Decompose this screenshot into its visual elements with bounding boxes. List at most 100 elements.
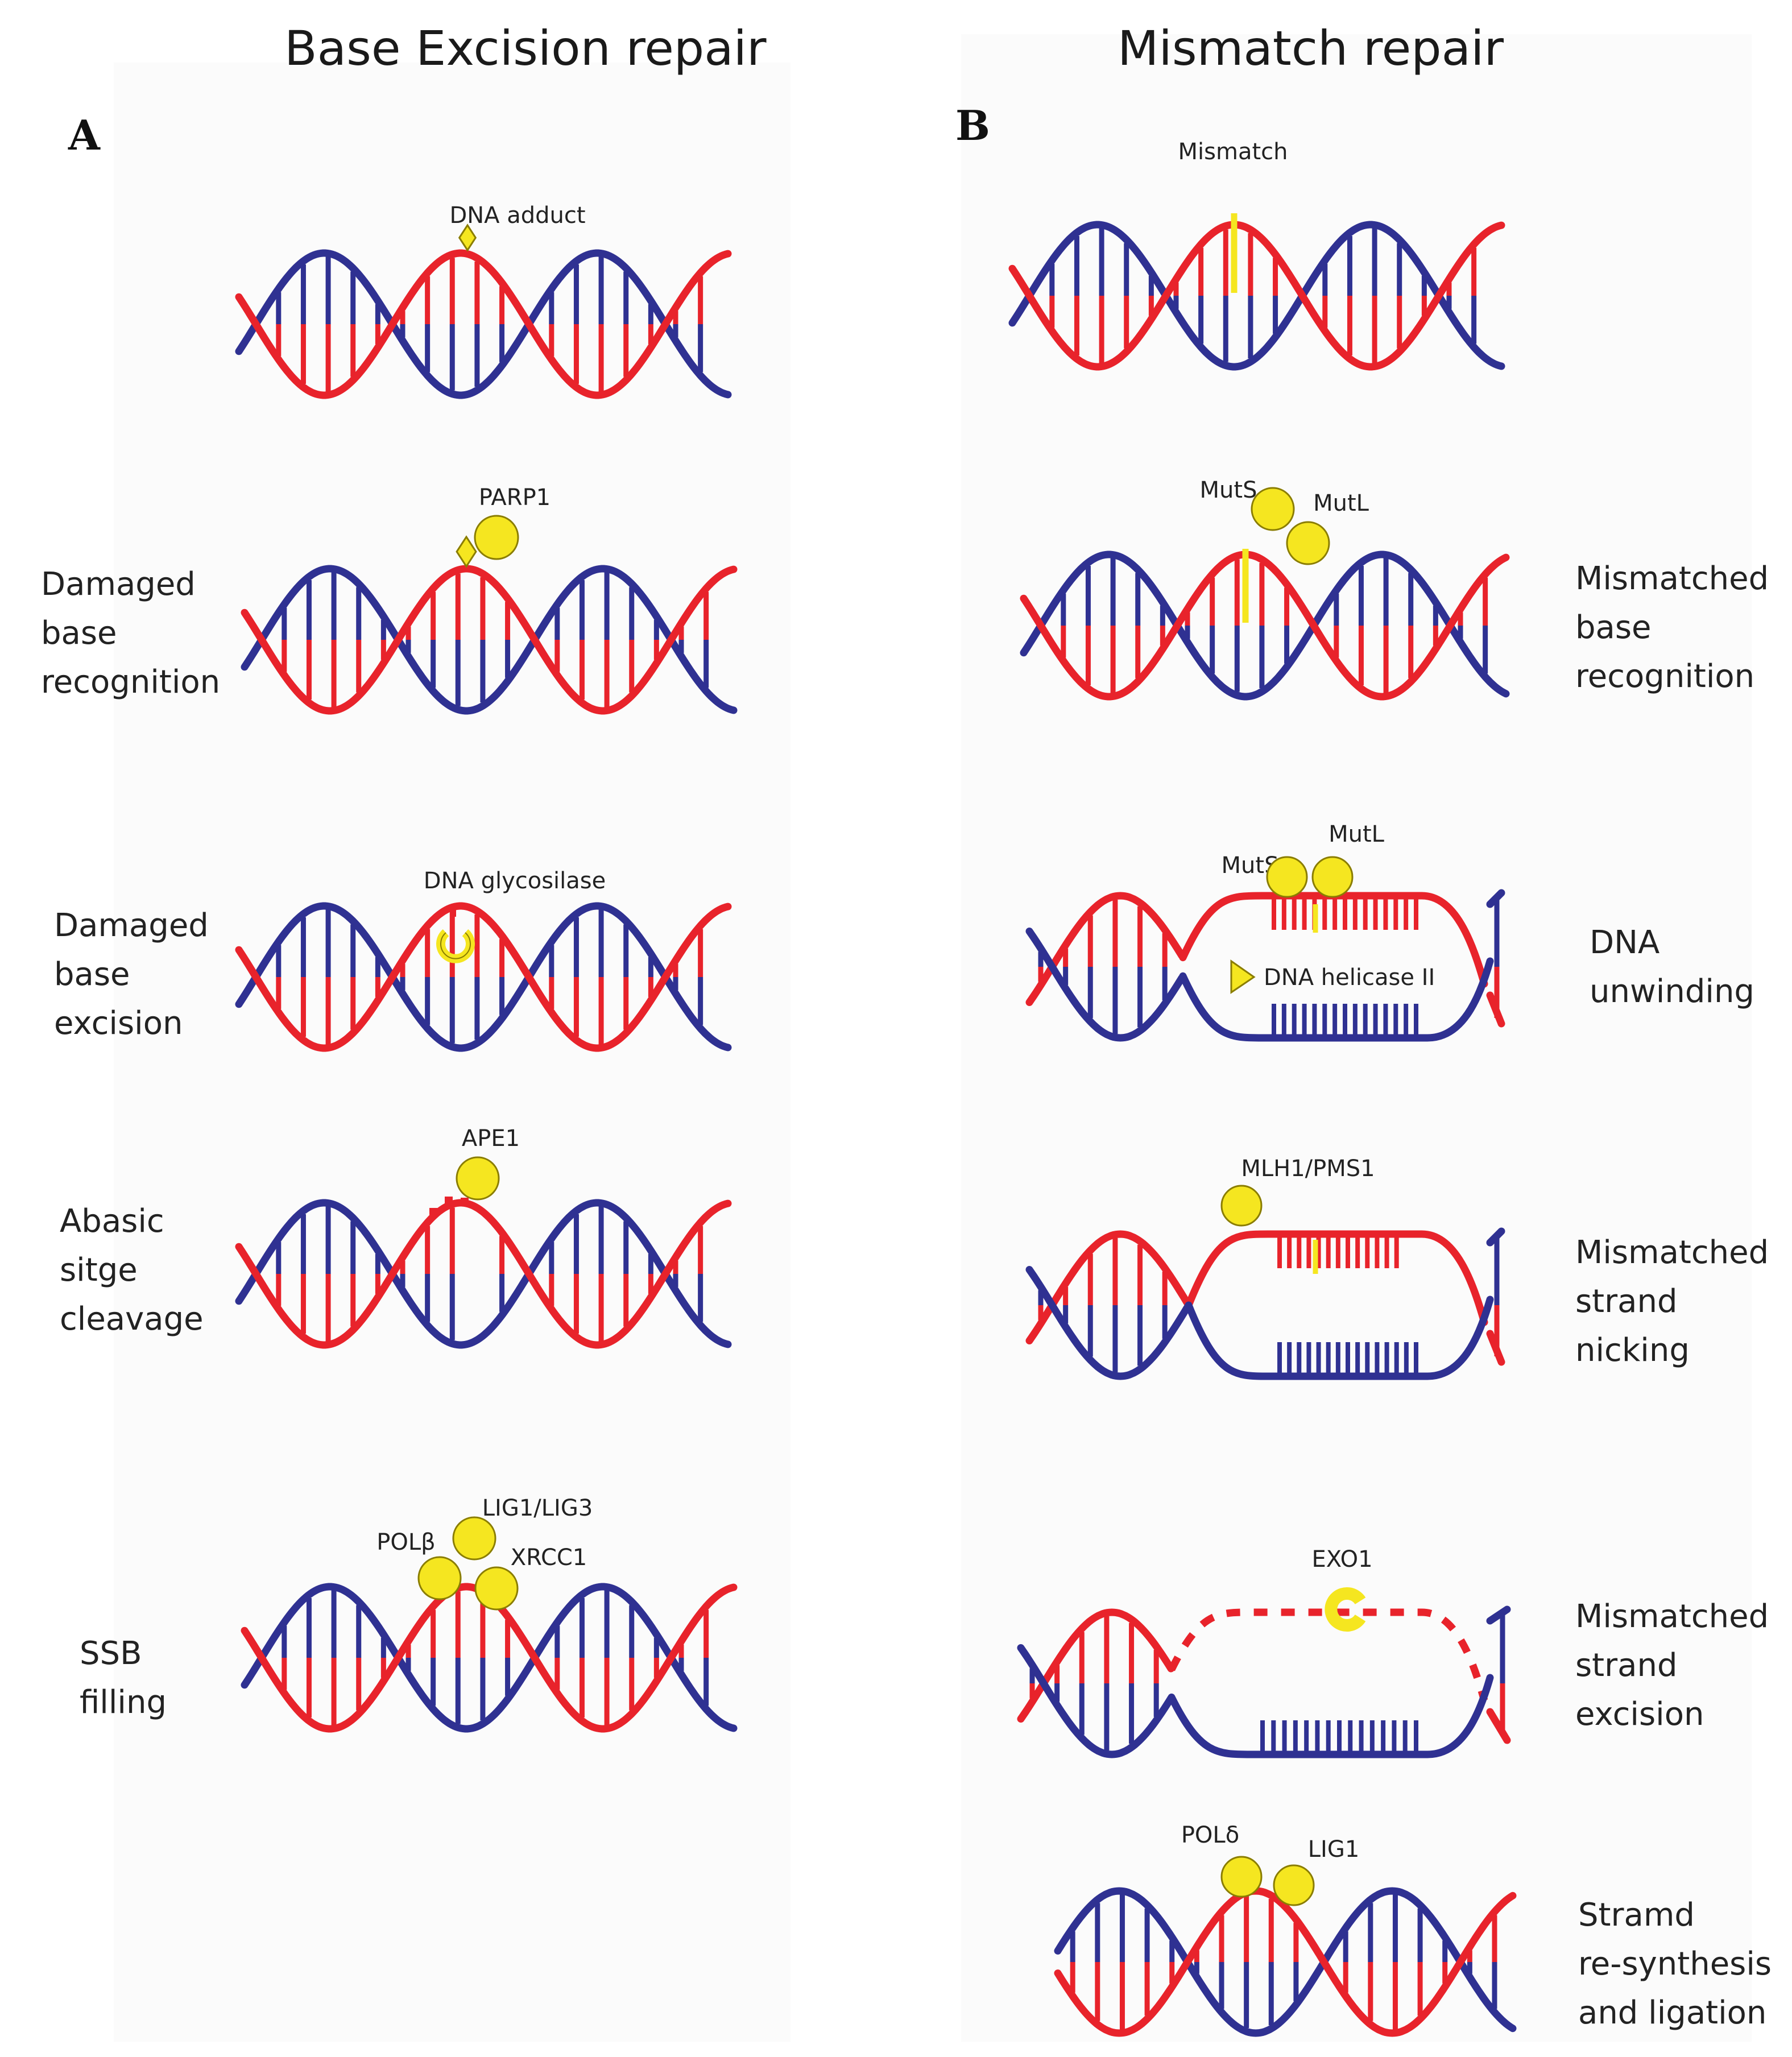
label-ape1: APE1 — [462, 1125, 520, 1152]
strand-blue — [1054, 1887, 1517, 2037]
strand-blue — [235, 249, 732, 399]
mmr-helix-1 — [1020, 551, 1510, 701]
step-line: SSB — [80, 1635, 142, 1672]
label-mlh1-pms1: MLH1/PMS1 — [1241, 1156, 1375, 1182]
step-line: base — [1575, 609, 1652, 646]
step-line: cleavage — [60, 1301, 204, 1338]
step-line: Abasic — [60, 1203, 164, 1240]
step-line: unwinding — [1590, 973, 1754, 1010]
label-dna-adduct: DNA adduct — [449, 202, 585, 229]
strand-blue — [241, 565, 738, 715]
dna-adduct-marker — [458, 224, 477, 252]
step-label-left-4: SSB filling — [80, 1629, 167, 1727]
ber-helix-0 — [235, 249, 732, 399]
label-parp1: PARP1 — [479, 485, 551, 511]
protein-ape1 — [456, 1156, 500, 1201]
strand-red — [1020, 551, 1510, 701]
ber-helix-3 — [235, 1199, 732, 1349]
step-line: base — [41, 615, 117, 652]
step-label-right-5: Stramd re-synthesis and ligation — [1578, 1891, 1772, 2038]
strand-red — [1008, 221, 1505, 371]
strand-blue — [1025, 1266, 1193, 1380]
step-line: nicking — [1575, 1332, 1690, 1369]
protein-glycosilase-outline — [440, 932, 471, 959]
step-line: re-synthesis — [1578, 1946, 1772, 1982]
strand-blue — [235, 1199, 732, 1349]
protein-helicase — [1230, 959, 1256, 994]
step-line: Mismatched — [1575, 1234, 1769, 1271]
protein-mutl — [1311, 856, 1354, 898]
protein-muts — [1266, 856, 1308, 898]
step-line: recognition — [41, 664, 221, 701]
strand-red — [241, 565, 738, 715]
ber-helix-1 — [241, 565, 738, 715]
strand-blue — [1179, 957, 1494, 1042]
step-line: excision — [54, 1005, 183, 1042]
strand-blue — [1168, 1674, 1494, 1758]
step-label-left-3: Abasic sitge cleavage — [60, 1197, 204, 1344]
step-line: excision — [1575, 1696, 1704, 1733]
strand-red — [1017, 1608, 1175, 1723]
protein-muts — [1251, 487, 1295, 531]
label-exo1: EXO1 — [1311, 1546, 1372, 1572]
strand-blue — [1008, 221, 1505, 371]
panel-label-b: B — [955, 101, 990, 150]
step-line: strand — [1575, 1647, 1678, 1684]
ber-helix-4 — [241, 1583, 738, 1733]
strand-blue — [235, 902, 732, 1052]
panel-label-a: A — [68, 111, 100, 159]
label-dna-glycosilase: DNA glycosilase — [424, 868, 606, 894]
strand-red-excised — [1168, 1608, 1488, 1702]
step-line: recognition — [1575, 658, 1755, 695]
mmr-helix-4 — [1017, 1605, 1511, 1758]
step-label-right-3: Mismatched strand nicking — [1575, 1228, 1769, 1375]
strand-blue — [1486, 1605, 1511, 1625]
protein-mlh1-pms1 — [1220, 1185, 1263, 1227]
label-muts: MutS — [1200, 477, 1257, 503]
strand-red — [1486, 1708, 1511, 1744]
strand-red — [235, 249, 732, 399]
title-base-excision: Base Excision repair — [284, 20, 767, 76]
ber-helix-2 — [235, 902, 732, 1052]
step-line: strand — [1575, 1283, 1678, 1320]
label-dna-helicase: DNA helicase II — [1264, 965, 1435, 991]
protein-xrcc1 — [474, 1566, 519, 1611]
strand-red — [1185, 1230, 1488, 1326]
label-mismatch: Mismatch — [1178, 139, 1288, 165]
mmr-helix-0 — [1008, 221, 1505, 371]
step-line: filling — [80, 1684, 167, 1721]
strand-blue — [1025, 928, 1186, 1042]
step-line: base — [54, 956, 130, 993]
protein-mutl — [1286, 521, 1330, 565]
step-line: Stramd — [1578, 1897, 1695, 1934]
protein-lig1-lig3 — [452, 1516, 496, 1561]
step-label-right-1: Mismatched base recognition — [1575, 554, 1769, 701]
damaged-base-marker — [456, 535, 477, 568]
strand-blue — [1020, 551, 1510, 701]
step-line: and ligation — [1578, 1994, 1767, 2031]
strand-red — [235, 902, 732, 1052]
strand-red — [235, 1199, 732, 1349]
protein-polb — [417, 1556, 462, 1600]
protein-parp1 — [474, 515, 519, 560]
strand-blue — [1017, 1644, 1175, 1758]
step-line: Damaged — [41, 566, 196, 603]
protein-exo1 — [1325, 1587, 1366, 1632]
label-mutl: MutL — [1313, 490, 1369, 516]
label-polb: POLβ — [376, 1529, 435, 1555]
label-xrcc1: XRCC1 — [511, 1545, 587, 1571]
step-line: sitge — [60, 1252, 138, 1289]
strand-red — [1054, 1887, 1517, 2037]
step-line: Damaged — [54, 907, 209, 944]
step-line: Mismatched — [1575, 560, 1769, 597]
step-label-right-2: DNA unwinding — [1590, 918, 1754, 1016]
protein-pold — [1220, 1856, 1263, 1898]
mmr-helix-2 — [1025, 889, 1505, 1042]
strand-blue — [1185, 1296, 1494, 1380]
strand-red — [1025, 892, 1186, 1006]
label-mutl-2: MutL — [1329, 821, 1385, 847]
step-line: DNA — [1590, 924, 1660, 961]
mmr-helix-5 — [1054, 1887, 1517, 2037]
